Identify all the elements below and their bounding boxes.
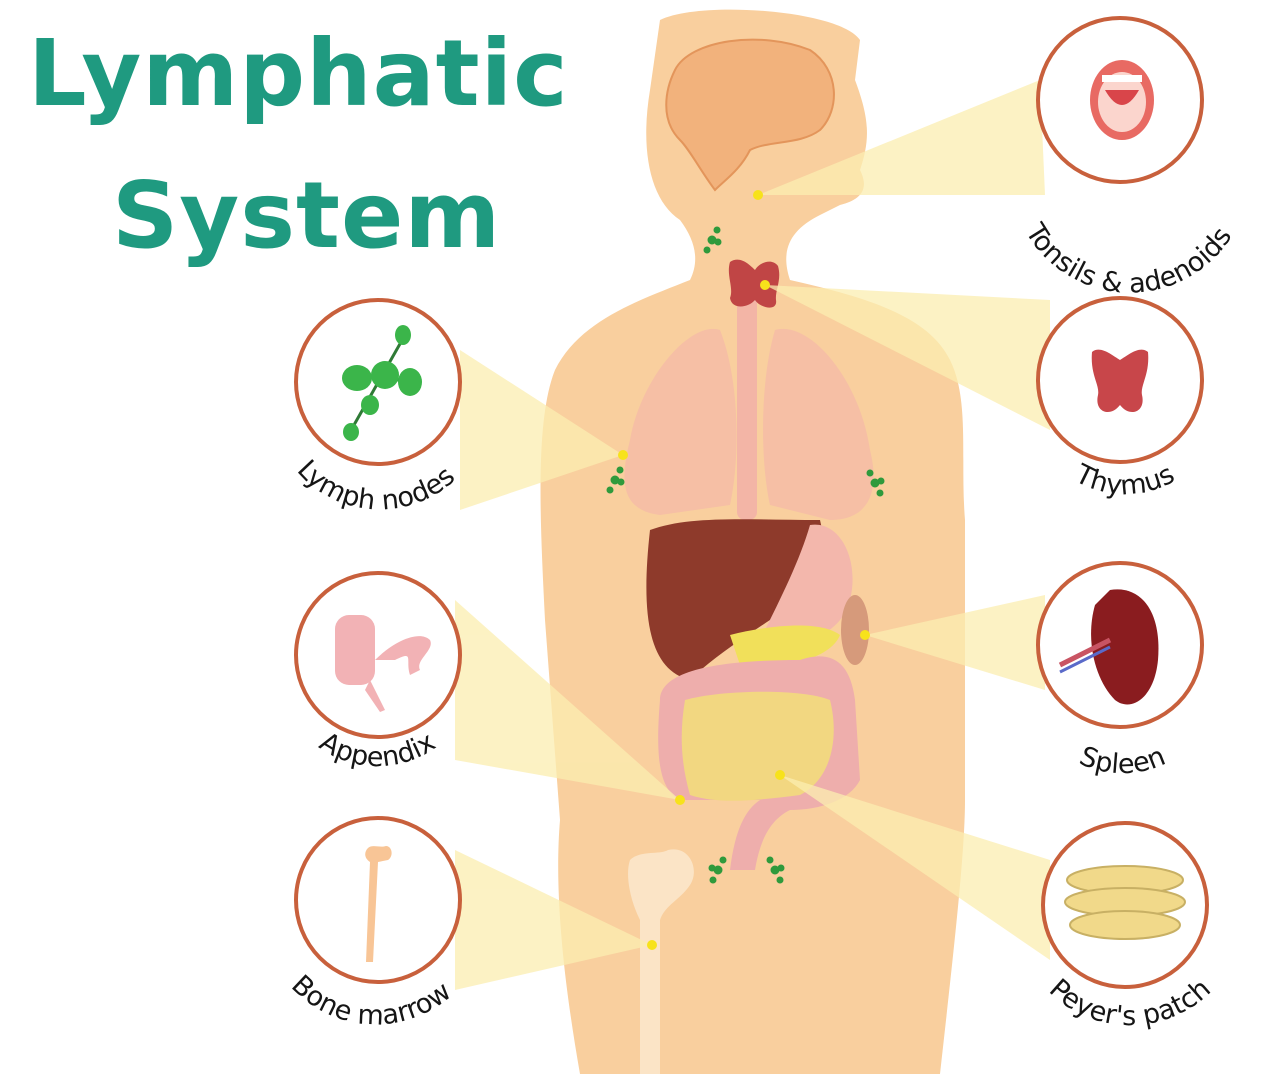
peyers-callout	[1041, 821, 1209, 989]
spleen-icon	[1091, 589, 1159, 705]
stomach	[760, 524, 853, 644]
pointer-beams	[455, 80, 1050, 990]
title-lymphatic: Lymphatic	[28, 20, 569, 127]
lungs	[624, 328, 874, 520]
small-intestine	[681, 691, 834, 801]
trachea	[737, 280, 757, 520]
title-system: System	[112, 162, 502, 269]
thymus-callout	[1036, 296, 1204, 464]
pancreas	[730, 625, 840, 667]
liver	[646, 519, 823, 680]
spleen-organ	[841, 595, 869, 665]
bone-icon	[365, 846, 392, 962]
label-tonsils: Tonsils & adenoids	[1019, 218, 1239, 300]
open-mouth-icon	[1090, 60, 1154, 140]
pointer-dots	[618, 190, 870, 950]
appendix-icon	[335, 615, 431, 712]
thymus-icon	[1091, 349, 1149, 413]
brain	[665, 38, 835, 192]
label-spleen: Spleen	[1075, 741, 1170, 781]
body-lymph-nodes	[606, 226, 885, 884]
lymph-nodes-callout	[294, 298, 462, 466]
femur-bone	[628, 849, 694, 1074]
lymph-node-icon	[342, 325, 422, 441]
bone-marrow-callout	[294, 816, 462, 984]
label-thymus: Thymus	[1070, 458, 1180, 502]
intestine-icon	[1064, 865, 1186, 940]
tonsils-callout	[1036, 16, 1204, 184]
spleen-callout	[1036, 561, 1204, 729]
appendix-callout	[294, 571, 462, 739]
thymus-organ	[728, 259, 780, 308]
